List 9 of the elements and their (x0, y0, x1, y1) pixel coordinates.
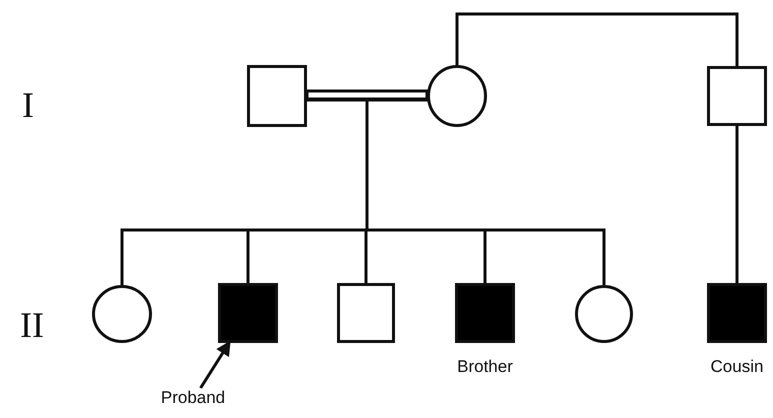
relative-label: Cousin (710, 357, 764, 377)
pedigree-line (366, 98, 606, 285)
proband-label: Proband (160, 388, 226, 408)
generation-label: II (20, 304, 44, 346)
generation-label: I (22, 84, 34, 126)
pedigree-line (306, 90, 428, 102)
pedigree-line (736, 126, 738, 283)
pedigree-line (456, 12, 738, 66)
relative-label: Brother (457, 357, 513, 377)
